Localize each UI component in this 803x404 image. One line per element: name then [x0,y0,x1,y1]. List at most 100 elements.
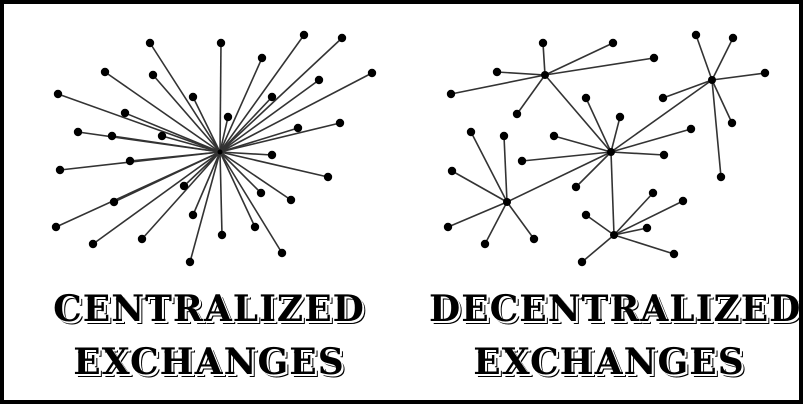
edge [192,96,221,153]
node [517,156,527,166]
node [499,131,509,141]
edge [613,200,684,236]
edge [610,151,665,156]
node [223,112,233,122]
edge [610,128,692,153]
node [185,257,195,267]
node [257,53,267,63]
node [480,239,490,249]
edge [189,151,221,263]
edge [711,72,766,81]
edge [55,151,221,228]
decentralized-title-line1: DECENTRALIZED [429,288,802,330]
edge [662,79,713,99]
node [549,131,559,141]
edge [219,151,256,228]
edge [219,122,341,153]
edge [219,116,229,153]
edge [553,135,612,153]
node [447,166,457,176]
edge [711,79,722,178]
edge [695,34,713,81]
decentralized-network [443,30,770,267]
centralized-title-line2: EXCHANGES [73,341,345,383]
node [145,38,155,48]
node [73,127,83,137]
node [727,118,737,128]
node [88,239,98,249]
edge [585,97,612,153]
centralized-title-line1: CENTRALIZED [53,288,365,330]
edge [59,151,221,171]
edge [219,151,223,236]
node [188,210,198,220]
edge [219,151,329,178]
edge [575,151,612,188]
node [188,92,198,102]
node [179,181,189,191]
edge [161,135,221,153]
edge [104,71,221,153]
node [216,38,226,48]
edge [451,170,508,203]
edge [219,151,273,156]
node [314,75,324,85]
centralized-network [51,30,377,267]
node [678,196,688,206]
hub-link [610,79,713,153]
node [337,33,347,43]
node [137,234,147,244]
decentralized-title-line2: EXCHANGES [473,341,745,383]
edge [57,93,221,153]
node [466,127,476,137]
node [716,172,726,182]
node [299,30,309,40]
hub-node [607,148,615,156]
node [659,150,669,160]
edge [219,34,305,153]
node [492,67,502,77]
edge [152,74,221,153]
node [293,123,303,133]
hub-link [506,151,612,203]
node [669,249,679,259]
edge [124,112,221,153]
node [157,131,167,141]
edge [450,74,546,95]
hub-link [610,151,615,236]
edge [219,151,292,201]
node [648,188,658,198]
node [256,188,266,198]
edge [470,131,508,203]
edge [484,201,508,245]
edge [610,116,621,153]
edge [219,96,273,153]
edge [111,135,221,153]
node [649,53,659,63]
node [335,118,345,128]
hub-node [503,198,511,206]
edge [496,71,546,76]
edge [219,127,299,153]
edge [516,74,546,115]
node [512,109,522,119]
node [250,222,260,232]
node [686,124,696,134]
edge [447,201,508,228]
node [581,210,591,220]
edge [581,234,615,263]
hub-node [541,71,549,79]
edge [613,234,675,255]
node [120,108,130,118]
hub-node [610,231,618,239]
edge [219,37,343,153]
edge [219,42,222,153]
node [446,89,456,99]
node [125,156,135,166]
node [51,222,61,232]
node [538,38,548,48]
node [107,131,117,141]
edge [219,151,283,254]
node [217,230,227,240]
